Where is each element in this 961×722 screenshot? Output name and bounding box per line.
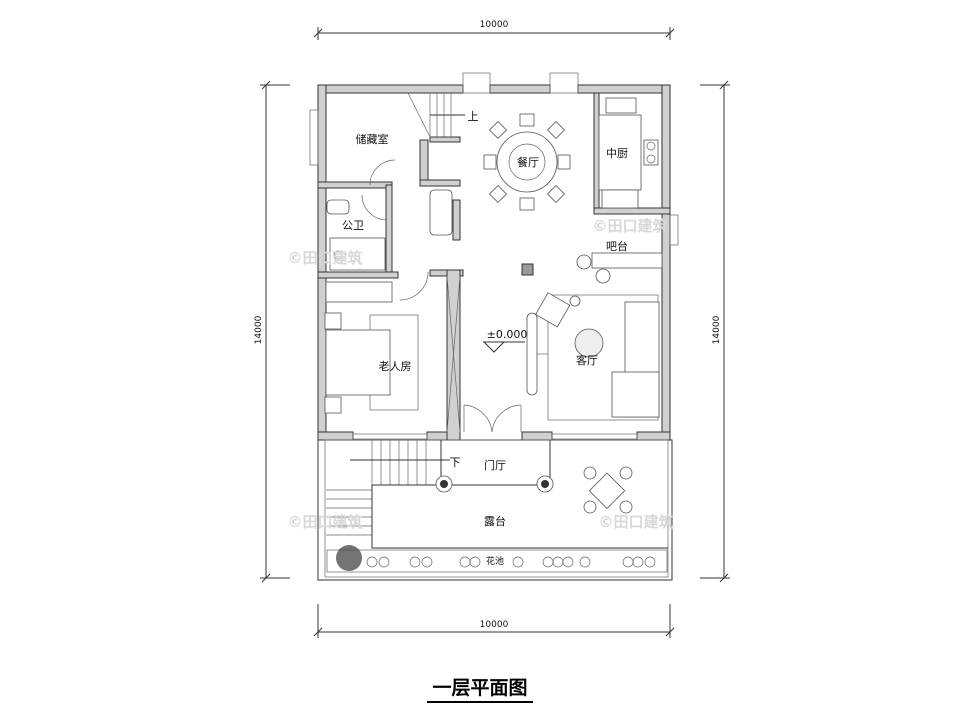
dimension-bottom: 10000 [313,604,675,638]
dimension-top: 10000 [313,20,675,40]
doors [361,159,522,433]
room-terrace: 露台 [484,514,506,528]
living-furniture [526,292,660,421]
dimension-right: 14000 [700,80,730,583]
stairs-down-label: 下 [450,456,461,469]
watermark: ©田口建筑 [287,513,362,531]
elevation-marker: ±0.000 [483,328,528,353]
bar-counter [576,252,663,284]
bedroom-furniture [324,281,419,414]
exterior-walls [309,72,679,441]
stairs-up: 上 [407,92,479,138]
room-foyer: 门厅 [484,458,506,472]
stairs-up-label: 上 [468,110,479,123]
interior-walls [317,92,671,441]
dimension-left: 14000 [254,80,290,583]
room-bathroom: 公卫 [342,219,364,232]
dimension-bottom-label: 10000 [480,620,509,630]
column [521,263,534,276]
room-planter: 花池 [486,555,504,567]
room-living: 客厅 [576,353,598,367]
room-elder-bedroom: 老人房 [379,360,412,373]
watermarks: ©田口建筑 ©田口建筑 ©田口建筑 ©田口建筑 [287,217,673,531]
watermark: ©田口建筑 [287,249,362,267]
elevation-label: ±0.000 [487,328,528,341]
tree-icon [336,545,362,571]
dimension-left-label: 14000 [254,315,264,344]
dimension-top-label: 10000 [480,20,509,30]
terrace [317,439,673,581]
room-bar: 吧台 [606,239,628,253]
kitchen-fixtures [598,97,659,209]
watermark: ©田口建筑 [598,513,673,531]
dimension-right-label: 14000 [712,315,722,344]
room-labels: 储藏室 餐厅 中厨 公卫 吧台 老人房 客厅 下 门厅 露台 花池 [342,132,628,567]
dining-table [483,113,571,211]
watermark: ©田口建筑 [592,217,667,235]
room-kitchen: 中厨 [606,147,628,160]
drawing-title: 一层平面图 [432,677,527,699]
room-dining: 餐厅 [517,155,539,169]
room-storage: 储藏室 [356,132,389,146]
bathroom-fixtures [326,189,453,271]
